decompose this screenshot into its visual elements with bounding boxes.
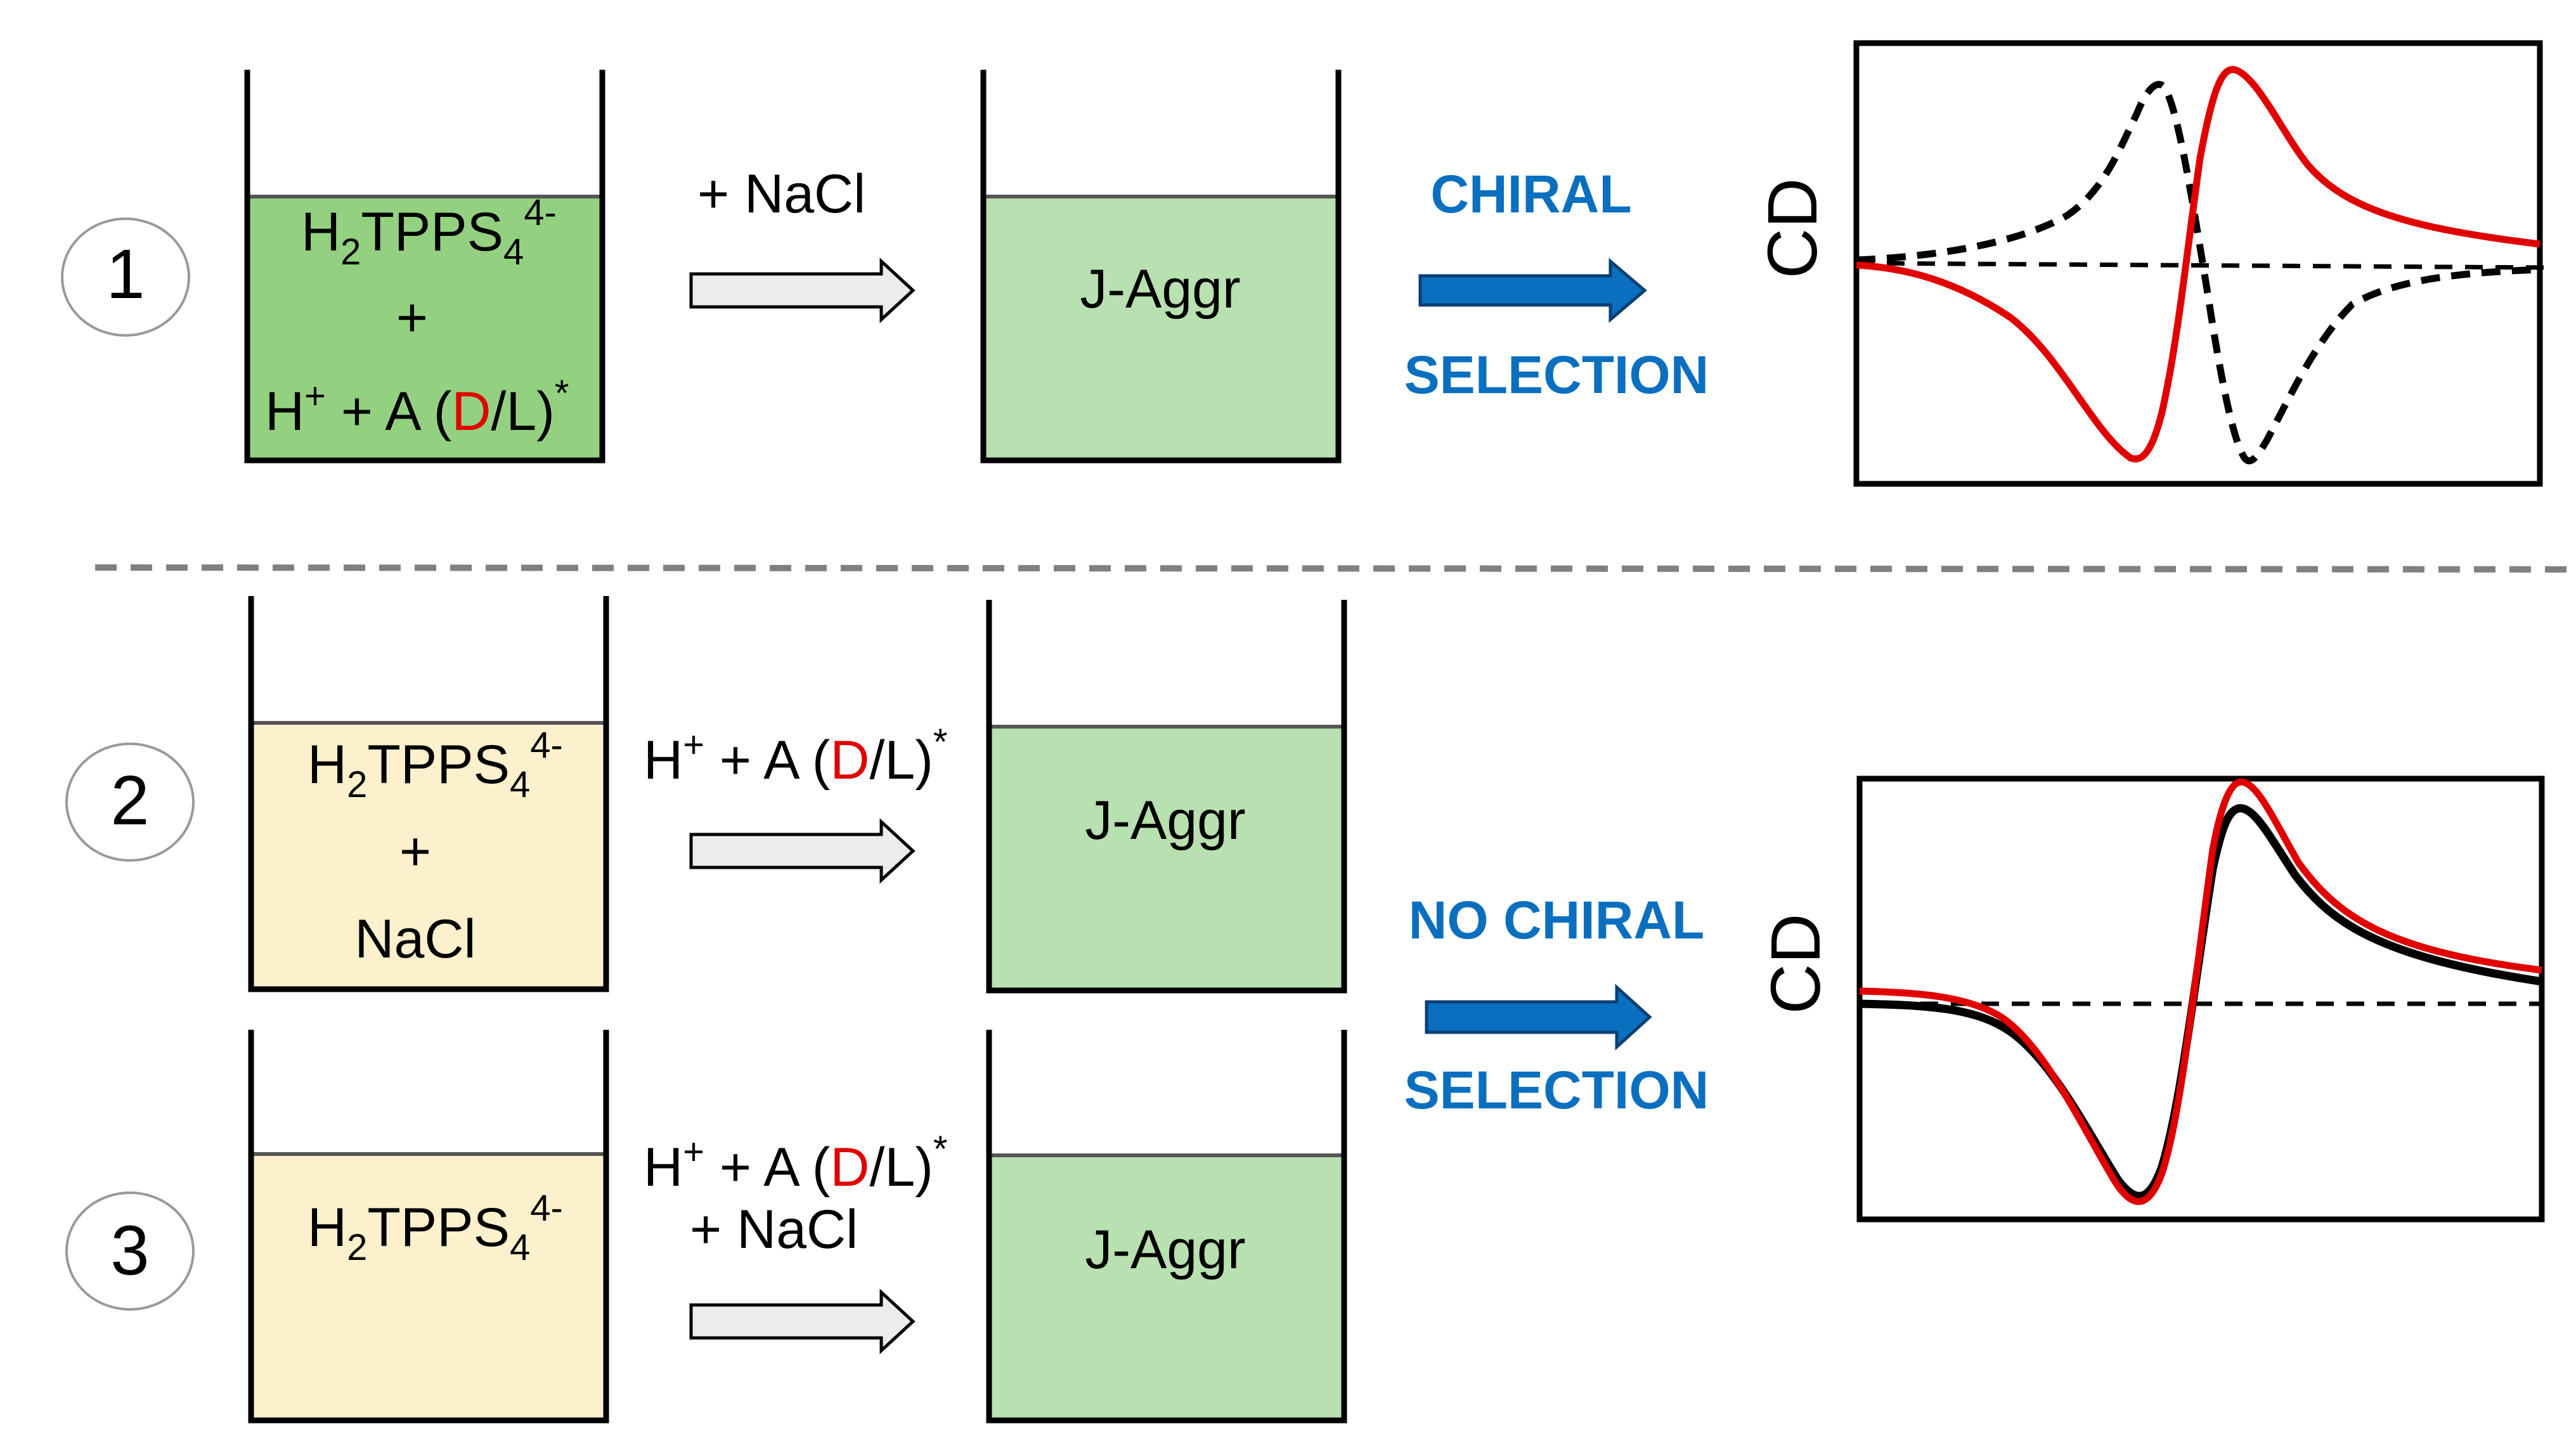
no-chiral-selection: NO CHIRAL SELECTION CD bbox=[1404, 775, 2545, 1223]
beaker-1-outline bbox=[244, 70, 605, 464]
hollow-arrow-2 bbox=[689, 818, 916, 884]
porphyrin-formula: H2TPPS44- bbox=[301, 192, 557, 273]
step-2-number: 2 bbox=[110, 762, 149, 840]
selection-label-1: SELECTION bbox=[1404, 345, 1709, 405]
step-1-row: 1 H2TPPS44- + H+ + A (D/L)* + NaCl J-Agg… bbox=[61, 40, 2549, 487]
hollow-arrow-3 bbox=[689, 1288, 916, 1354]
beaker-jaggr-1-liquid bbox=[986, 197, 1336, 459]
no-chiral-label: NO CHIRAL bbox=[1409, 890, 1705, 950]
j-aggr-label-1: J-Aggr bbox=[1080, 259, 1240, 320]
step-3-circle bbox=[65, 1191, 195, 1311]
beaker-2-liquid bbox=[254, 723, 604, 988]
beaker-2-contents: H2TPPS44- + NaCl bbox=[307, 725, 563, 970]
acid-arrow-label-3: H+ + A (D/L)* bbox=[644, 1129, 947, 1198]
beaker-1-liquid bbox=[250, 197, 600, 459]
cd-plot-1-black-curve bbox=[1856, 81, 2540, 465]
cd-plot-1-baseline bbox=[1856, 261, 2549, 270]
step-1-number: 1 bbox=[106, 235, 145, 313]
plus-sign: + bbox=[399, 821, 431, 882]
hollow-arrow-1 bbox=[689, 257, 916, 323]
selection-label-2: SELECTION bbox=[1404, 1060, 1709, 1120]
step-2-circle bbox=[65, 743, 195, 862]
step-2-row: 2 H2TPPS44- + NaCl H+ + A (D/L)* J-Aggr bbox=[65, 596, 1347, 994]
acid-arrow-label-2: H+ + A (D/L)* bbox=[644, 722, 947, 791]
beaker-3-liquid bbox=[254, 1154, 604, 1419]
j-aggr-label-2: J-Aggr bbox=[1085, 790, 1245, 851]
plus-sign: + bbox=[396, 287, 428, 348]
chiral-label: CHIRAL bbox=[1430, 164, 1631, 224]
add-nacl-label-3: + NaCl bbox=[690, 1199, 858, 1260]
beaker-3-outline bbox=[248, 1030, 609, 1424]
porphyrin-formula: H2TPPS44- bbox=[307, 1188, 563, 1268]
acid-formula: H+ + A (D/L)* bbox=[265, 373, 569, 442]
cd-plot-1-red-curve bbox=[1856, 66, 2540, 463]
cd-plot-2-frame bbox=[1856, 775, 2545, 1223]
beaker-jaggr-2-liquid bbox=[992, 727, 1342, 988]
cd-axis-label-1: CD bbox=[1754, 178, 1832, 279]
step-3-row: 3 H2TPPS44- H+ + A (D/L)* + NaCl J-Aggr bbox=[65, 1030, 1347, 1424]
cd-plot-2-red-curve bbox=[1859, 778, 2542, 1205]
blue-arrow-2 bbox=[1425, 983, 1652, 1051]
nacl-label: NaCl bbox=[354, 909, 476, 970]
beaker-jaggr-1-outline bbox=[980, 70, 1342, 464]
beaker-jaggr-2-outline bbox=[986, 600, 1347, 994]
cd-axis-label-2: CD bbox=[1757, 914, 1835, 1015]
beaker-jaggr-3-liquid bbox=[992, 1155, 1342, 1419]
blue-arrow-1 bbox=[1418, 257, 1647, 323]
beaker-2-outline bbox=[248, 596, 609, 992]
beaker-1-contents: H2TPPS44- + H+ + A (D/L)* bbox=[265, 192, 569, 442]
step-3-number: 3 bbox=[110, 1212, 149, 1290]
add-nacl-label: + NaCl bbox=[697, 164, 865, 224]
porphyrin-formula: H2TPPS44- bbox=[307, 725, 563, 805]
section-divider bbox=[94, 564, 2576, 573]
j-aggr-label-3: J-Aggr bbox=[1085, 1219, 1245, 1280]
beaker-jaggr-3-outline bbox=[986, 1030, 1347, 1424]
step-1-circle bbox=[61, 217, 190, 337]
